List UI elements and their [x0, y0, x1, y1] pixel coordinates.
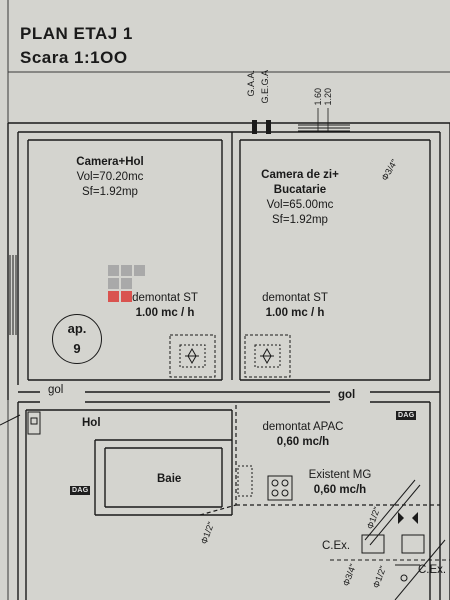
gaa-markers — [252, 120, 271, 134]
dim-160-label: 1.60 — [313, 88, 323, 106]
watermark-cell — [108, 278, 119, 289]
valves — [398, 512, 418, 524]
equipment-label: demontat ST — [132, 292, 198, 304]
hol-label: Hol — [82, 417, 101, 429]
equipment-rate: 1.00 mc / h — [135, 307, 195, 319]
plan-scale: Scara 1:1OO — [20, 48, 128, 67]
plan-title: PLAN ETAJ 1 — [20, 24, 133, 43]
left-window — [9, 255, 17, 335]
equipment-label: demontat APAC — [262, 421, 344, 433]
demontat-st-left: demontat ST 1.00 mc / h — [115, 291, 215, 321]
equipment-label: Existent MG — [308, 469, 372, 481]
dag-tag-left: DAG — [70, 486, 91, 495]
watermark-cell — [108, 265, 119, 276]
mg-cooker — [267, 475, 293, 501]
demontat-apac: demontat APAC 0,60 mc/h — [248, 420, 358, 450]
camera-hol-walls — [27, 132, 233, 381]
room-volume: Vol=65.00mc — [266, 199, 334, 211]
dimension-ticks — [317, 108, 329, 132]
apartment-prefix: ap. — [67, 321, 87, 336]
watermark-cell — [121, 278, 132, 289]
room-name: Camera+Hol — [76, 156, 144, 168]
room-name-line2: Bucatarie — [273, 184, 327, 196]
cex-left-label: C.Ex. — [322, 540, 351, 552]
equipment-rate: 1.00 mc / h — [265, 307, 325, 319]
apartment-number: 9 — [73, 341, 81, 356]
apac-box — [237, 465, 253, 497]
stove-right — [244, 334, 291, 378]
watermark-cell — [121, 265, 132, 276]
demontat-st-right: demontat ST 1.00 mc / h — [245, 291, 345, 321]
meter-box — [27, 411, 41, 435]
outer-walls — [7, 122, 450, 600]
hol-baie-walls — [26, 409, 233, 516]
camera-zi-walls — [239, 139, 431, 381]
cex-right-label: C.Ex. — [418, 564, 447, 576]
equipment-rate: 0,60 mc/h — [276, 436, 330, 448]
stove-left — [169, 334, 216, 378]
cex-boxes — [330, 534, 450, 582]
page-frame — [7, 0, 450, 600]
equipment-label: demontat ST — [262, 292, 328, 304]
existent-mg: Existent MG 0,60 mc/h — [290, 468, 390, 498]
watermark-cell — [108, 291, 119, 302]
camera-zi-info: Camera de zi+ Bucatarie Vol=65.00mc Sf=1… — [240, 168, 360, 228]
apartment-marker: ap. 9 — [52, 314, 102, 364]
equipment-rate: 0,60 mc/h — [313, 484, 367, 496]
room-surface: Sf=1.92mp — [82, 186, 138, 198]
dim-120-label: 1.20 — [323, 88, 333, 106]
watermark-cell — [121, 291, 132, 302]
room-volume: Vol=70.20mc — [76, 171, 144, 183]
corridor-walls — [17, 391, 440, 600]
gega-label: G.E.G.A — [260, 70, 270, 104]
gol-left-label: gol — [48, 384, 64, 396]
gol-right-label: gol — [338, 389, 356, 401]
gas-piping — [199, 405, 440, 516]
camera-hol-info: Camera+Hol Vol=70.20mc Sf=1.92mp — [40, 155, 180, 200]
baie-label: Baie — [157, 473, 182, 485]
watermark-logo — [108, 265, 148, 305]
watermark-cell — [134, 265, 145, 276]
room-surface: Sf=1.92mp — [272, 214, 328, 226]
gaa-label: G.A.A. — [246, 70, 256, 97]
dag-tag-right: DAG — [396, 411, 417, 420]
top-window — [298, 124, 350, 132]
room-name-line1: Camera de zi+ — [261, 169, 339, 181]
